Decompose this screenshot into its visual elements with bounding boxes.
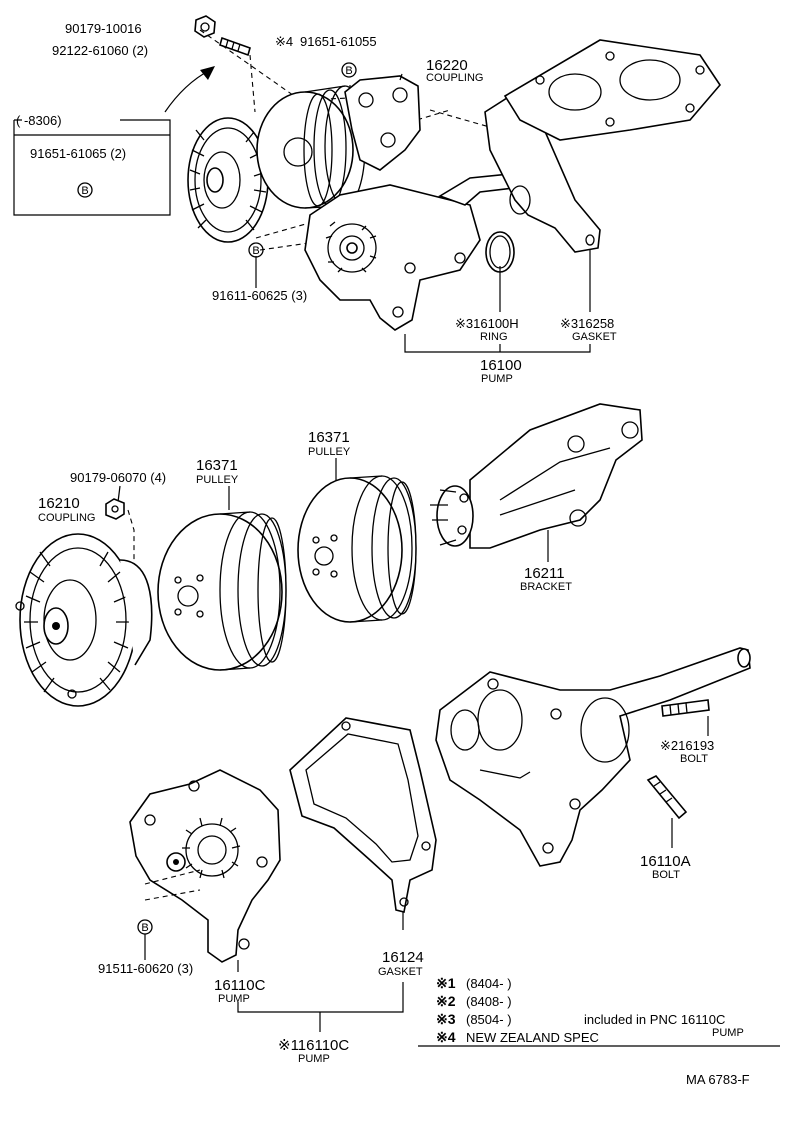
note-3-text: (8504- ) bbox=[466, 1012, 512, 1027]
label-16220-num: 16220 bbox=[426, 57, 468, 74]
label-91651-61065: 91651-61065 (2) bbox=[30, 146, 126, 161]
label-91511-60620: 91511-60620 (3) bbox=[98, 961, 193, 976]
note-2-text: (8408- ) bbox=[466, 994, 512, 1009]
label-90179-10016: 90179-10016 bbox=[65, 21, 142, 36]
marker-label: B bbox=[81, 185, 88, 197]
note-2-mark: ※2 bbox=[436, 993, 456, 1009]
note-3-sub: PUMP bbox=[712, 1027, 744, 1039]
head-gasket-upper bbox=[503, 39, 722, 141]
label-16110a-num: 16110A bbox=[640, 853, 691, 870]
label-16110c2-name: PUMP bbox=[298, 1053, 330, 1065]
label-16100-name: PUMP bbox=[481, 373, 513, 385]
label-16371a-name: PULLEY bbox=[196, 474, 239, 486]
label-16258-num: ※316258 bbox=[560, 316, 614, 331]
pulley-16371b bbox=[297, 475, 417, 623]
bolt-16110a bbox=[646, 775, 688, 820]
label-16211-name: BRACKET bbox=[520, 581, 572, 593]
label-91611-60625: 91611-60625 (3) bbox=[212, 288, 307, 303]
water-inlet-housing bbox=[435, 647, 751, 867]
label-16100h-num: ※316100H bbox=[455, 316, 519, 331]
diagram-code: MA 6783-F bbox=[686, 1072, 750, 1087]
label-16110c2-num: ※116110C bbox=[278, 1037, 349, 1054]
label-16110c-num: 16110C bbox=[214, 977, 266, 994]
marker-label: B bbox=[345, 65, 352, 77]
variant-box bbox=[13, 119, 171, 216]
notes-block: ※1 (8404- ) ※2 (8408- ) ※3 (8504- ) incl… bbox=[418, 975, 780, 1047]
stud-16193 bbox=[661, 699, 710, 717]
label-16193-num: ※216193 bbox=[660, 738, 714, 753]
label-90179-06070: 90179-06070 (4) bbox=[70, 470, 166, 485]
label-16210-name: COUPLING bbox=[38, 512, 95, 524]
circle-b-marker-2: B bbox=[77, 182, 93, 198]
label-16371b-num: 16371 bbox=[308, 429, 350, 446]
note-3-mark: ※3 bbox=[436, 1011, 456, 1027]
pulley-16371a bbox=[157, 511, 287, 671]
coupling-bracket-16220 bbox=[344, 75, 421, 171]
direction-arrow-icon bbox=[164, 69, 211, 113]
gasket-16124 bbox=[289, 717, 437, 913]
label-16193-name: BOLT bbox=[680, 753, 708, 765]
fan-coupling-middle bbox=[15, 533, 137, 707]
label-92122-61060: 92122-61060 (2) bbox=[52, 43, 148, 58]
water-pump-lower bbox=[129, 769, 281, 963]
circle-b-marker-4: B bbox=[137, 919, 153, 935]
marker-label: B bbox=[252, 245, 259, 257]
label-16211-num: 16211 bbox=[524, 565, 565, 582]
note-3-suffix: included in PNC 16110C bbox=[584, 1012, 725, 1027]
bracket-16211 bbox=[430, 403, 643, 549]
nut-90179-10016 bbox=[194, 15, 216, 38]
arrow-head-icon bbox=[200, 66, 215, 80]
label-16258-name: GASKET bbox=[572, 331, 617, 343]
label-91651-61055-mark: ※4 bbox=[275, 34, 293, 49]
stud-92122-61060 bbox=[219, 36, 251, 57]
label-box-range: ( -8306) bbox=[16, 113, 62, 128]
label-16124-num: 16124 bbox=[382, 949, 424, 966]
label-16371a-num: 16371 bbox=[196, 457, 238, 474]
note-1-text: (8404- ) bbox=[466, 976, 512, 991]
label-16100h-name: RING bbox=[480, 331, 508, 343]
label-16220-name: COUPLING bbox=[426, 72, 483, 84]
label-16110c-name: PUMP bbox=[218, 993, 250, 1005]
marker-label: B bbox=[141, 922, 148, 934]
circle-b-marker-3: B bbox=[248, 242, 264, 258]
circle-b-marker-1: B bbox=[341, 62, 357, 78]
note-4-text: NEW ZEALAND SPEC bbox=[466, 1030, 599, 1045]
note-1-mark: ※1 bbox=[436, 975, 456, 991]
label-16124-name: GASKET bbox=[378, 966, 423, 978]
label-16110a-name: BOLT bbox=[652, 869, 680, 881]
label-16371b-name: PULLEY bbox=[308, 446, 351, 458]
pulley-upper bbox=[256, 85, 366, 209]
label-16100-num: 16100 bbox=[480, 357, 522, 374]
note-4-mark: ※4 bbox=[436, 1029, 456, 1045]
label-91651-61055: 91651-61055 bbox=[300, 34, 377, 49]
upper-assembly bbox=[164, 15, 722, 353]
fan-coupling-upper bbox=[187, 117, 269, 243]
label-16210-num: 16210 bbox=[38, 495, 80, 512]
nut-90179-06070 bbox=[105, 498, 125, 520]
